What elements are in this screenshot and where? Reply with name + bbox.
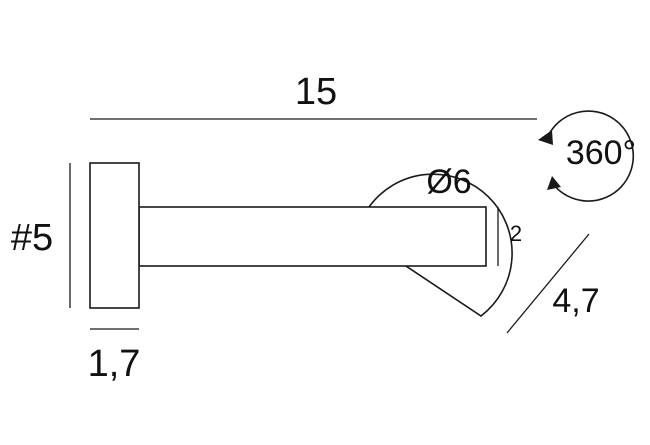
bar-size-label: #5 <box>11 217 53 259</box>
bar-thickness-label: 2 <box>510 221 522 246</box>
head-diameter-label: Ø6 <box>426 163 471 201</box>
rotation-label: 360° <box>566 134 636 172</box>
mounting-plate <box>89 162 140 309</box>
plate-thickness-label: 1,7 <box>88 343 141 385</box>
rotation-indicator <box>538 110 635 202</box>
rotation-arrowhead-bottom <box>547 176 561 190</box>
bar-body <box>138 206 487 267</box>
rotation-arrowhead-top <box>538 130 553 145</box>
length-label: 15 <box>295 71 337 113</box>
offset-label: 4,7 <box>552 282 599 320</box>
offset-dimension-line <box>506 233 590 334</box>
